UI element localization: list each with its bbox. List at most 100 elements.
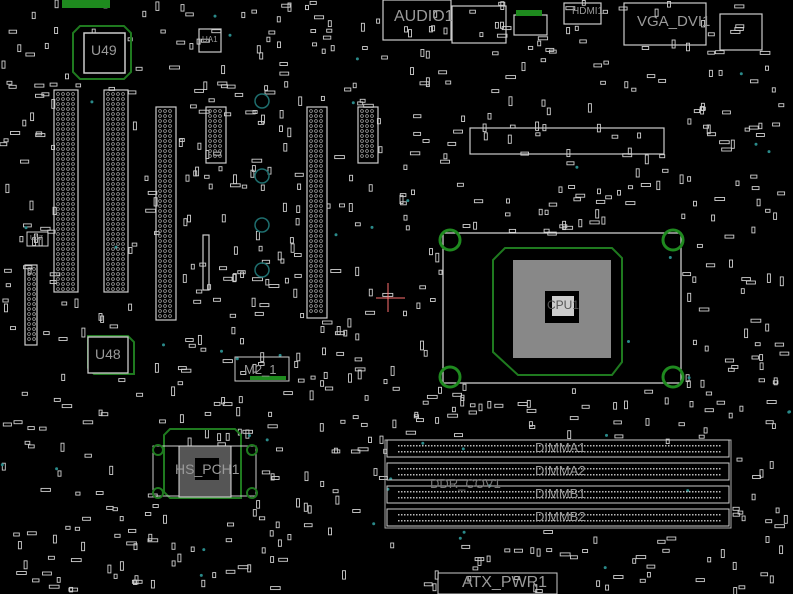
smd-pad [335,495,340,505]
pin [319,204,323,208]
smd-pad [203,81,208,90]
dimm-slot[interactable] [386,508,730,527]
pin [71,242,75,246]
cpu-socket[interactable] [438,228,685,389]
smd-pad [707,132,717,137]
dimm-slot[interactable] [386,439,730,458]
smd-pad [474,557,485,562]
pin [56,197,60,201]
pin [365,144,369,148]
atx-power-connector[interactable] [437,572,558,594]
smd-pad [425,50,430,59]
pin [314,174,318,178]
smd-pad [222,359,233,364]
smd-pad [535,132,541,137]
pch-heatsink[interactable] [152,428,258,499]
pin [370,154,374,158]
expansion-slots [24,89,379,346]
pin [66,272,70,276]
smd-pad [4,268,12,273]
smd-pad [537,40,542,47]
pin [56,182,60,186]
pin [218,134,222,138]
u48-chip[interactable] [87,335,135,375]
pin [213,149,217,153]
smd-pad [330,45,335,52]
smd-pad [271,476,280,480]
rear-io[interactable] [382,0,763,155]
smd-pad [204,174,210,179]
smd-pad [81,541,86,552]
smd-pad [128,303,133,311]
pin [116,152,120,156]
pin [168,244,172,248]
u49-chip[interactable] [72,25,132,80]
pin [314,149,318,153]
pin [158,194,162,198]
smd-pad [637,132,642,139]
pin [116,192,120,196]
smd-pad [5,183,10,194]
pin [158,184,162,188]
dimm-slot[interactable] [386,462,730,481]
smd-pad [95,491,104,495]
pin [71,107,75,111]
pin [319,109,323,113]
pin [106,237,110,241]
smd-pad [171,560,176,567]
smd-pad [233,174,237,185]
smd-pad [645,418,650,426]
smd-pad [751,355,759,360]
cpu-label: CPU1 [547,298,580,312]
pin [168,314,172,318]
smd-pad [779,545,784,555]
smd-pad [314,15,325,20]
smd-pad [320,380,325,387]
smd-pad [284,277,289,284]
pin [116,217,120,221]
smd-pad [185,12,194,17]
smd-pad [323,371,328,379]
smd-pad [109,465,114,475]
dimm-a1-label: DIMMA1 [535,440,586,455]
pin [360,129,364,133]
smd-pad [8,84,17,89]
pin [106,117,110,121]
pin [218,129,222,133]
pin [111,142,115,146]
smd-pad [390,365,395,376]
dimm-slot[interactable] [386,485,730,504]
pin [208,124,212,128]
ua1-chip[interactable] [198,28,222,53]
pin [163,139,167,143]
pin [71,157,75,161]
smd-pad [703,124,709,129]
smd-pad [267,424,278,429]
pin [168,294,172,298]
via [351,101,355,105]
m2-connector[interactable] [234,356,290,382]
smd-pad [413,131,422,136]
smd-pad [28,444,35,449]
hdmi-label: HDMI1 [572,6,604,17]
pin [116,257,120,261]
smd-pad [201,579,206,588]
smd-pad [333,447,338,454]
smd-pad [724,234,735,239]
pin [158,169,162,173]
dimm-slots[interactable] [384,439,732,529]
pin [56,92,60,96]
pin [309,239,313,243]
u57-chip[interactable] [26,231,49,247]
smd-pad [233,246,238,255]
smd-pad [479,32,484,38]
pin [309,179,313,183]
pin [309,114,313,118]
smd-pad [56,577,61,583]
pin [27,312,31,316]
smd-pad [135,66,143,71]
smd-pad [405,430,417,435]
pin [56,157,60,161]
smd-pad [190,546,195,552]
